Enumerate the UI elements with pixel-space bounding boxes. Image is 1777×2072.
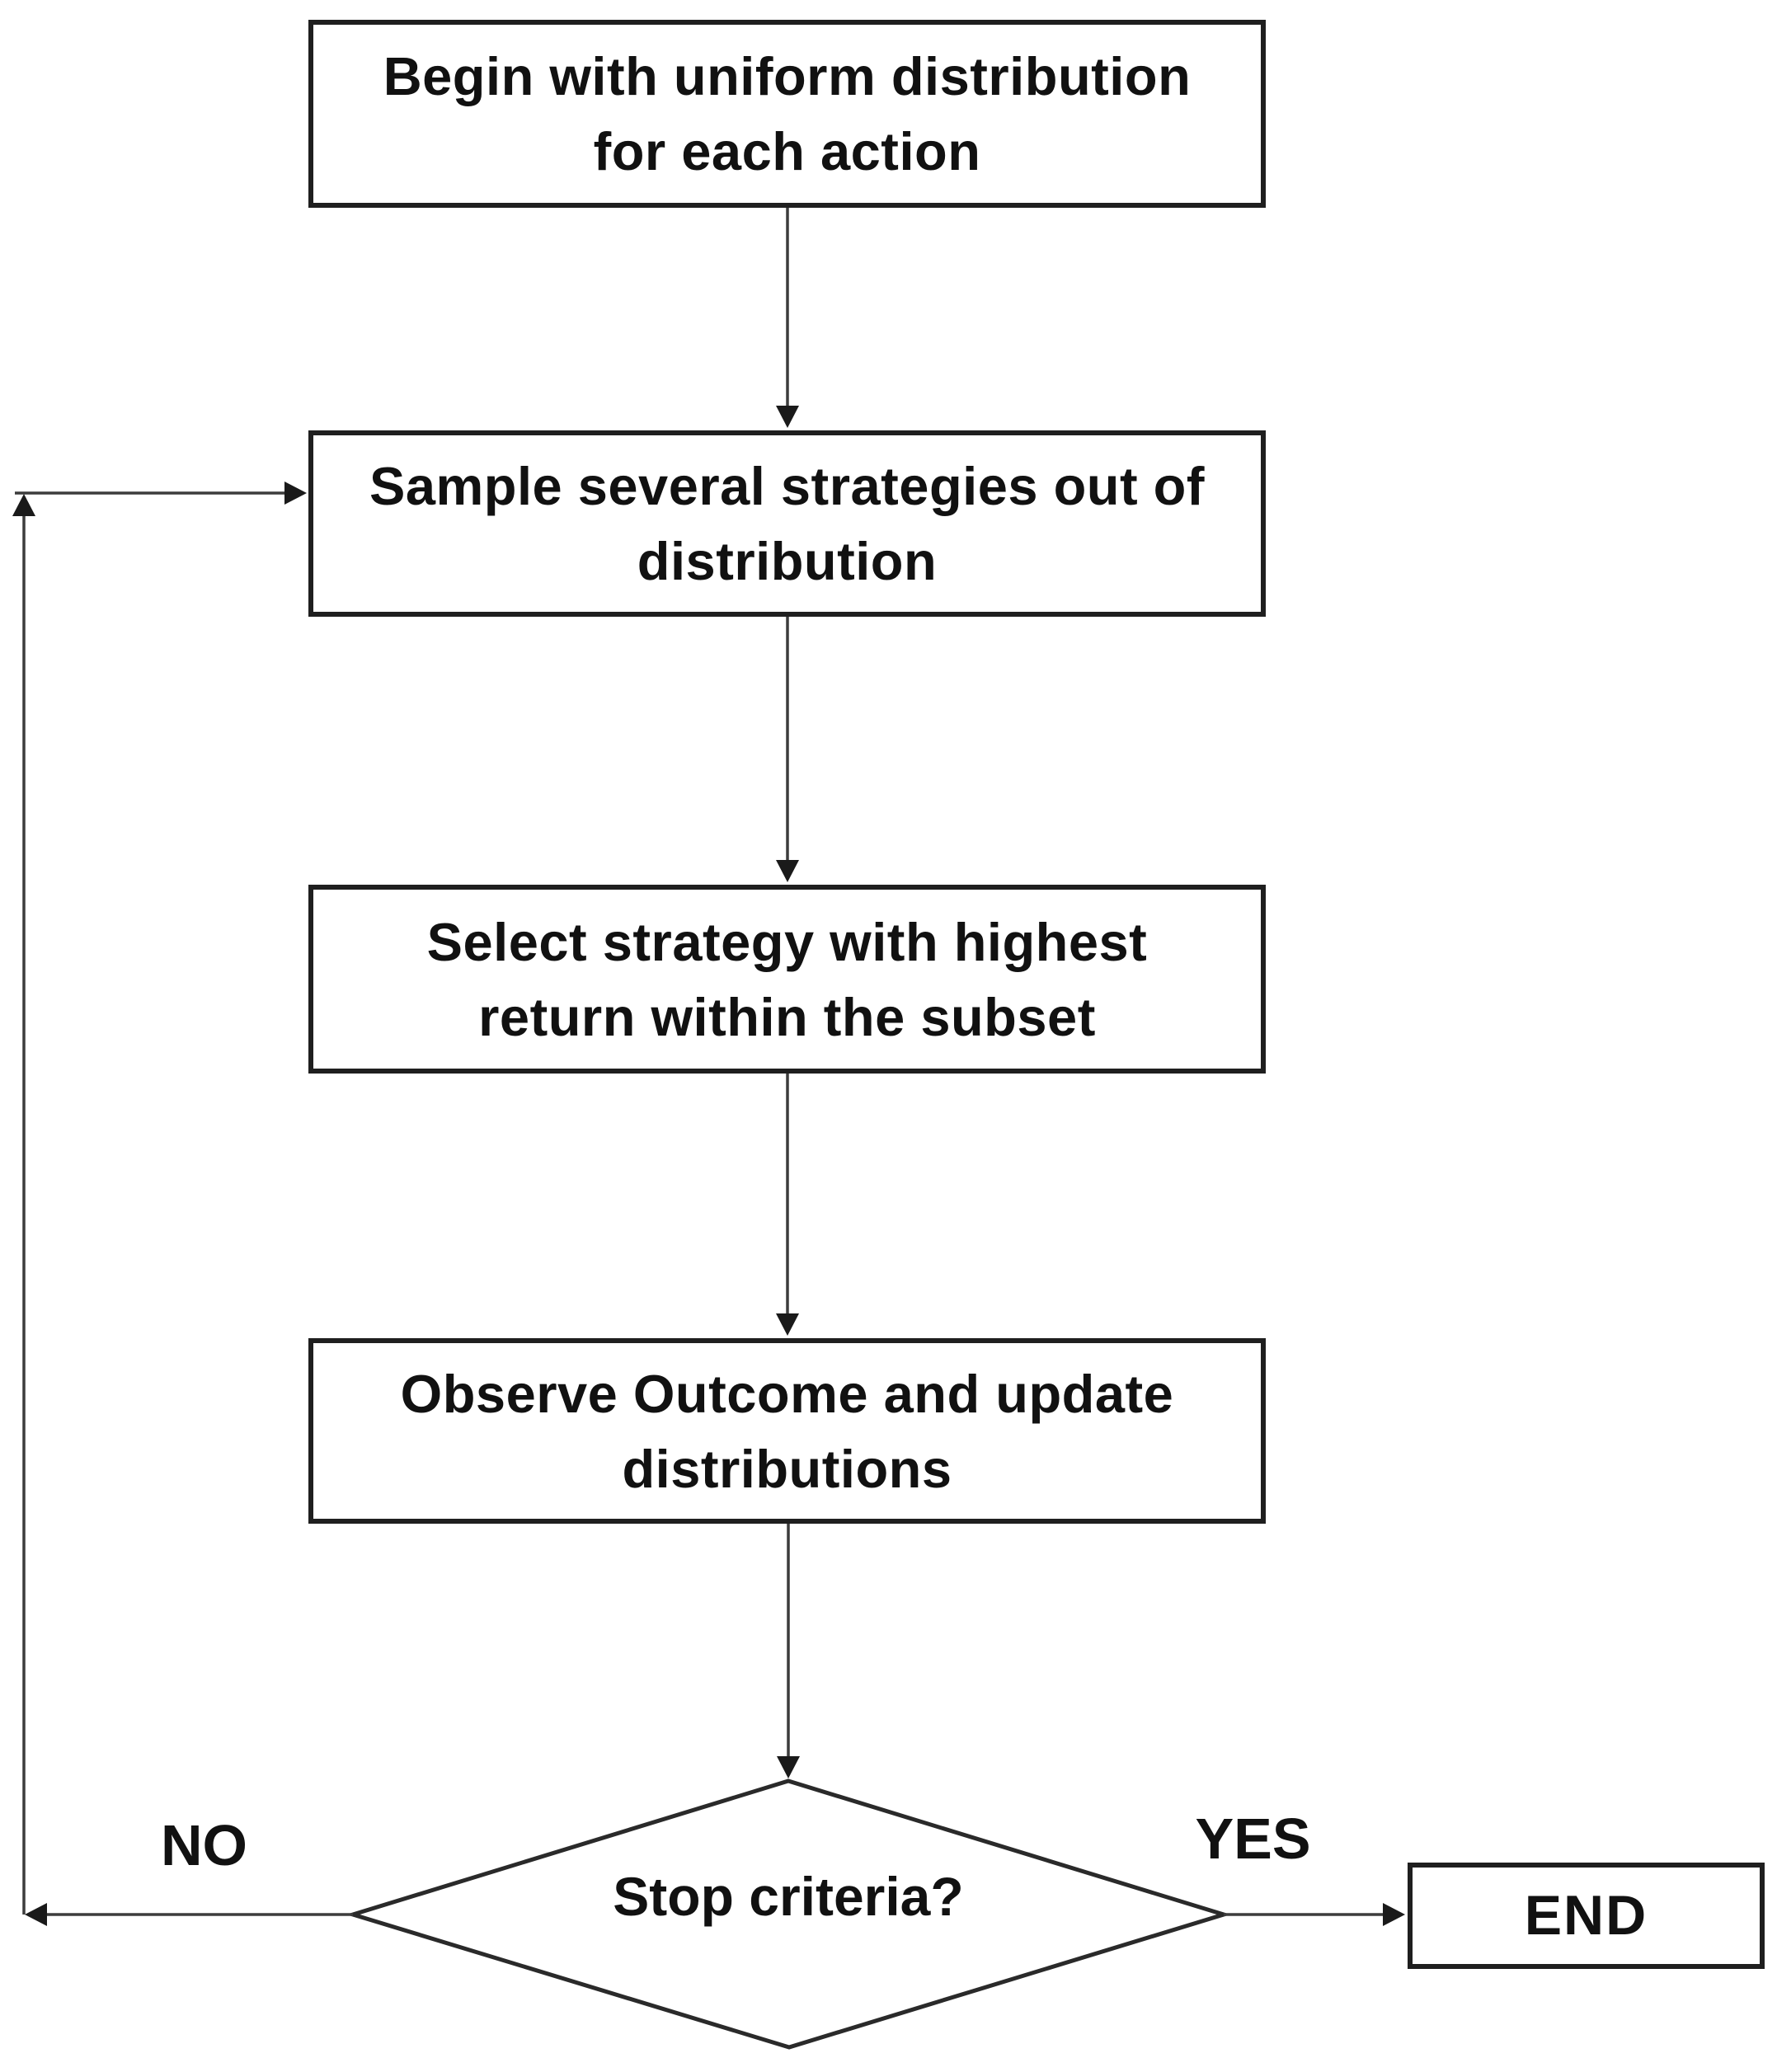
flow-node-select: Select strategy with highest return with… bbox=[308, 885, 1266, 1074]
arrowhead-into-select bbox=[776, 860, 799, 882]
flow-node-end: END bbox=[1408, 1863, 1765, 1969]
arrowhead-into-sample-top bbox=[776, 406, 799, 428]
arrowhead-into-observe bbox=[776, 1313, 799, 1336]
arrowhead-loop-into-sample bbox=[284, 482, 307, 505]
flow-node-sample: Sample several strategies out of distrib… bbox=[308, 430, 1266, 617]
arrowhead-into-stop bbox=[777, 1756, 800, 1778]
flow-node-stop-criteria-label: Stop criteria? bbox=[613, 1866, 964, 1927]
arrowhead-loop-left bbox=[25, 1903, 47, 1926]
edge-label-no: NO bbox=[161, 1813, 247, 1877]
edge-label-yes: YES bbox=[1195, 1807, 1311, 1871]
flow-node-begin: Begin with uniform distribution for each… bbox=[308, 20, 1266, 208]
arrowhead-into-end bbox=[1383, 1903, 1405, 1926]
flow-node-observe: Observe Outcome and update distributions bbox=[308, 1338, 1266, 1524]
arrowhead-loop-up bbox=[12, 494, 35, 516]
